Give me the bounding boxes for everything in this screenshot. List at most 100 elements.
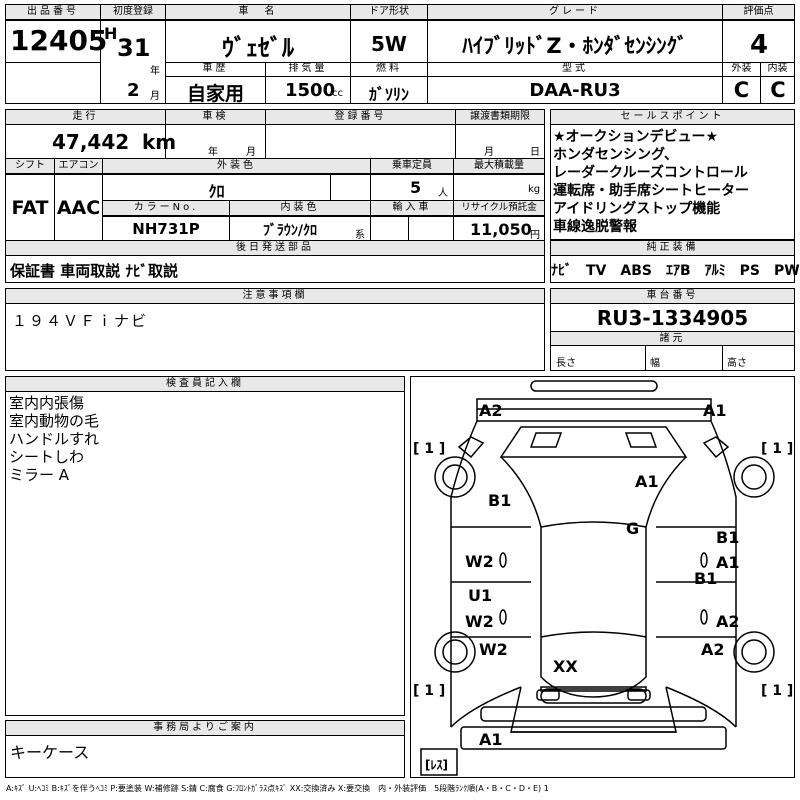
damage-mark: U1: [468, 586, 493, 605]
int-color: ﾌﾞﾗｳﾝ/ｸﾛ: [262, 223, 318, 239]
reg-year: 31: [117, 34, 151, 62]
capacity: 5: [410, 178, 422, 197]
inspector-notes: 室内内張傷 室内動物の毛 ハンドルすれ シートしわ ミラー A: [9, 394, 99, 484]
notes: １９４ＶＦｉナビ: [12, 312, 149, 330]
car-name-header: 車 名: [166, 5, 350, 20]
reg-month: 2: [127, 80, 140, 101]
interior-header: 内装: [761, 63, 794, 76]
later-parts-header: 後日発送部品: [6, 241, 544, 256]
damage-mark: A1: [479, 730, 503, 749]
chassis-header: 車台番号: [551, 289, 794, 304]
displacement-unit: cc: [332, 88, 343, 99]
interior-grade: C: [770, 78, 786, 102]
sales-points-box: [550, 109, 795, 240]
inspector-header: 検査員記入欄: [6, 377, 404, 392]
damage-mark: W2: [479, 640, 508, 659]
damage-mark: A1: [716, 553, 740, 572]
later-parts-box: [5, 255, 545, 283]
chassis-no: RU3-1334905: [596, 306, 749, 330]
damage-mark: A2: [479, 401, 503, 420]
shift-header: シフト: [6, 159, 54, 174]
specs-header: 諸元: [551, 331, 794, 346]
notes-header: 注意事項欄: [6, 289, 544, 304]
inspector-note: ハンドルすれ: [9, 430, 100, 448]
import-header: 輸入車: [371, 201, 453, 216]
deadline-header: 譲渡書類期限: [456, 110, 544, 125]
displacement-header: 排気量: [266, 63, 350, 76]
sales-points-header: セールスポイント: [551, 110, 794, 125]
mileage-unit: km: [142, 130, 177, 154]
deadline-month-unit: 月: [484, 147, 494, 158]
displacement: 1500: [285, 80, 336, 101]
recycle-unit: 円: [530, 230, 540, 241]
reg-no-header: 登録番号: [266, 110, 455, 125]
aircon-header: エアコン: [55, 159, 102, 174]
grade: ﾊｲﾌﾞﾘｯﾄﾞZ・ﾎﾝﾀﾞｾﾝｼﾝｸﾞ: [462, 34, 688, 58]
ext-color: ｸﾛ: [208, 182, 225, 201]
inspector-note: 室内動物の毛: [9, 412, 100, 430]
color-no: NH731P: [132, 220, 200, 238]
int-color-header: 内装色: [230, 201, 370, 216]
inspector-box: [5, 376, 405, 716]
spare-tire-label: [ﾚｽ]: [425, 758, 448, 772]
deadline-day-unit: 日: [530, 147, 540, 158]
lot-no-header: 出品番号: [6, 5, 100, 20]
shift: FAT: [11, 197, 49, 219]
model: DAA-RU3: [529, 80, 621, 101]
tire-front-right-label: [ 1 ]: [761, 441, 794, 457]
damage-mark: XX: [553, 657, 578, 676]
later-parts: 保証書 車両取説 ﾅﾋﾞ取説: [10, 262, 178, 280]
max-load-header: 最大積載量: [454, 159, 544, 174]
month-unit: 月: [150, 91, 160, 102]
mileage-header: 走行: [6, 110, 165, 125]
damage-mark: A1: [635, 472, 659, 491]
grade-header: グレード: [428, 5, 722, 20]
damage-mark: W2: [465, 612, 494, 631]
exterior-grade: C: [733, 78, 750, 102]
inspector-note: ミラー A: [9, 466, 70, 484]
int-color-suffix: 系: [355, 230, 365, 241]
damage-mark: B1: [488, 491, 512, 510]
sales-point: ホンダセンシング、: [553, 147, 679, 163]
car-diagram: [ 1 ] [ 1 ] [ 1 ] [ 1 ] [ﾚｽ] A2 A1 A1 B1…: [410, 376, 795, 778]
exterior-header: 外装: [723, 63, 760, 76]
door-header: ドア形状: [351, 5, 427, 20]
capacity-header: 乗車定員: [371, 159, 453, 174]
fuel: ｶﾞｿﾘﾝ: [368, 85, 409, 104]
sales-point: 車線逸脱警報: [553, 219, 637, 235]
damage-mark: G: [626, 519, 640, 538]
damage-mark: B1: [694, 569, 718, 588]
load-unit: kg: [528, 184, 541, 195]
color-no-header: カラーNo.: [103, 201, 229, 216]
inspector-note: シートしわ: [9, 448, 85, 466]
history-header: 車歴: [166, 63, 265, 76]
damage-mark: A2: [701, 640, 725, 659]
recycle-header: リサイクル預託金: [454, 201, 544, 216]
fuel-header: 燃料: [351, 63, 427, 76]
legend: A:ｷｽﾞ U:ﾍｺﾐ B:ｷｽﾞを伴うﾍｺﾐ P:要塗装 W:補修跡 S:錆 …: [6, 784, 549, 793]
damage-mark: A2: [716, 612, 740, 631]
history: 自家用: [186, 83, 244, 105]
damage-mark: W2: [465, 552, 494, 571]
office-notes: キーケース: [10, 743, 90, 762]
sales-point: ★オークションデビュー★: [553, 129, 719, 145]
tire-rear-right-label: [ 1 ]: [761, 683, 794, 699]
height-label: 高さ: [727, 358, 747, 369]
width-label: 幅: [650, 358, 660, 369]
damage-mark: B1: [716, 528, 740, 547]
genuine-equipment: ﾅﾋﾞ TV ABS ｴｱB ｱﾙﾐ PS PW: [551, 263, 800, 279]
inspection-header: 車検: [166, 110, 265, 125]
first-reg-header: 初度登録: [101, 5, 165, 20]
tire-front-left-label: [ 1 ]: [413, 441, 446, 457]
year-unit: 年: [150, 66, 160, 77]
car-name: ｳﾞｪｾﾞﾙ: [222, 34, 294, 62]
lot-number: 12405: [10, 24, 108, 57]
office-header: 事務局よりご案内: [6, 721, 404, 736]
inspection-year-unit: 年: [208, 147, 218, 158]
mileage: 47,442: [52, 130, 130, 154]
model-header: 型式: [428, 63, 722, 76]
inspector-note: 室内内張傷: [9, 394, 85, 412]
ext-color-header: 外装色: [103, 159, 370, 174]
length-label: 長さ: [556, 358, 576, 369]
sales-point: アイドリングストップ機能: [553, 201, 721, 217]
